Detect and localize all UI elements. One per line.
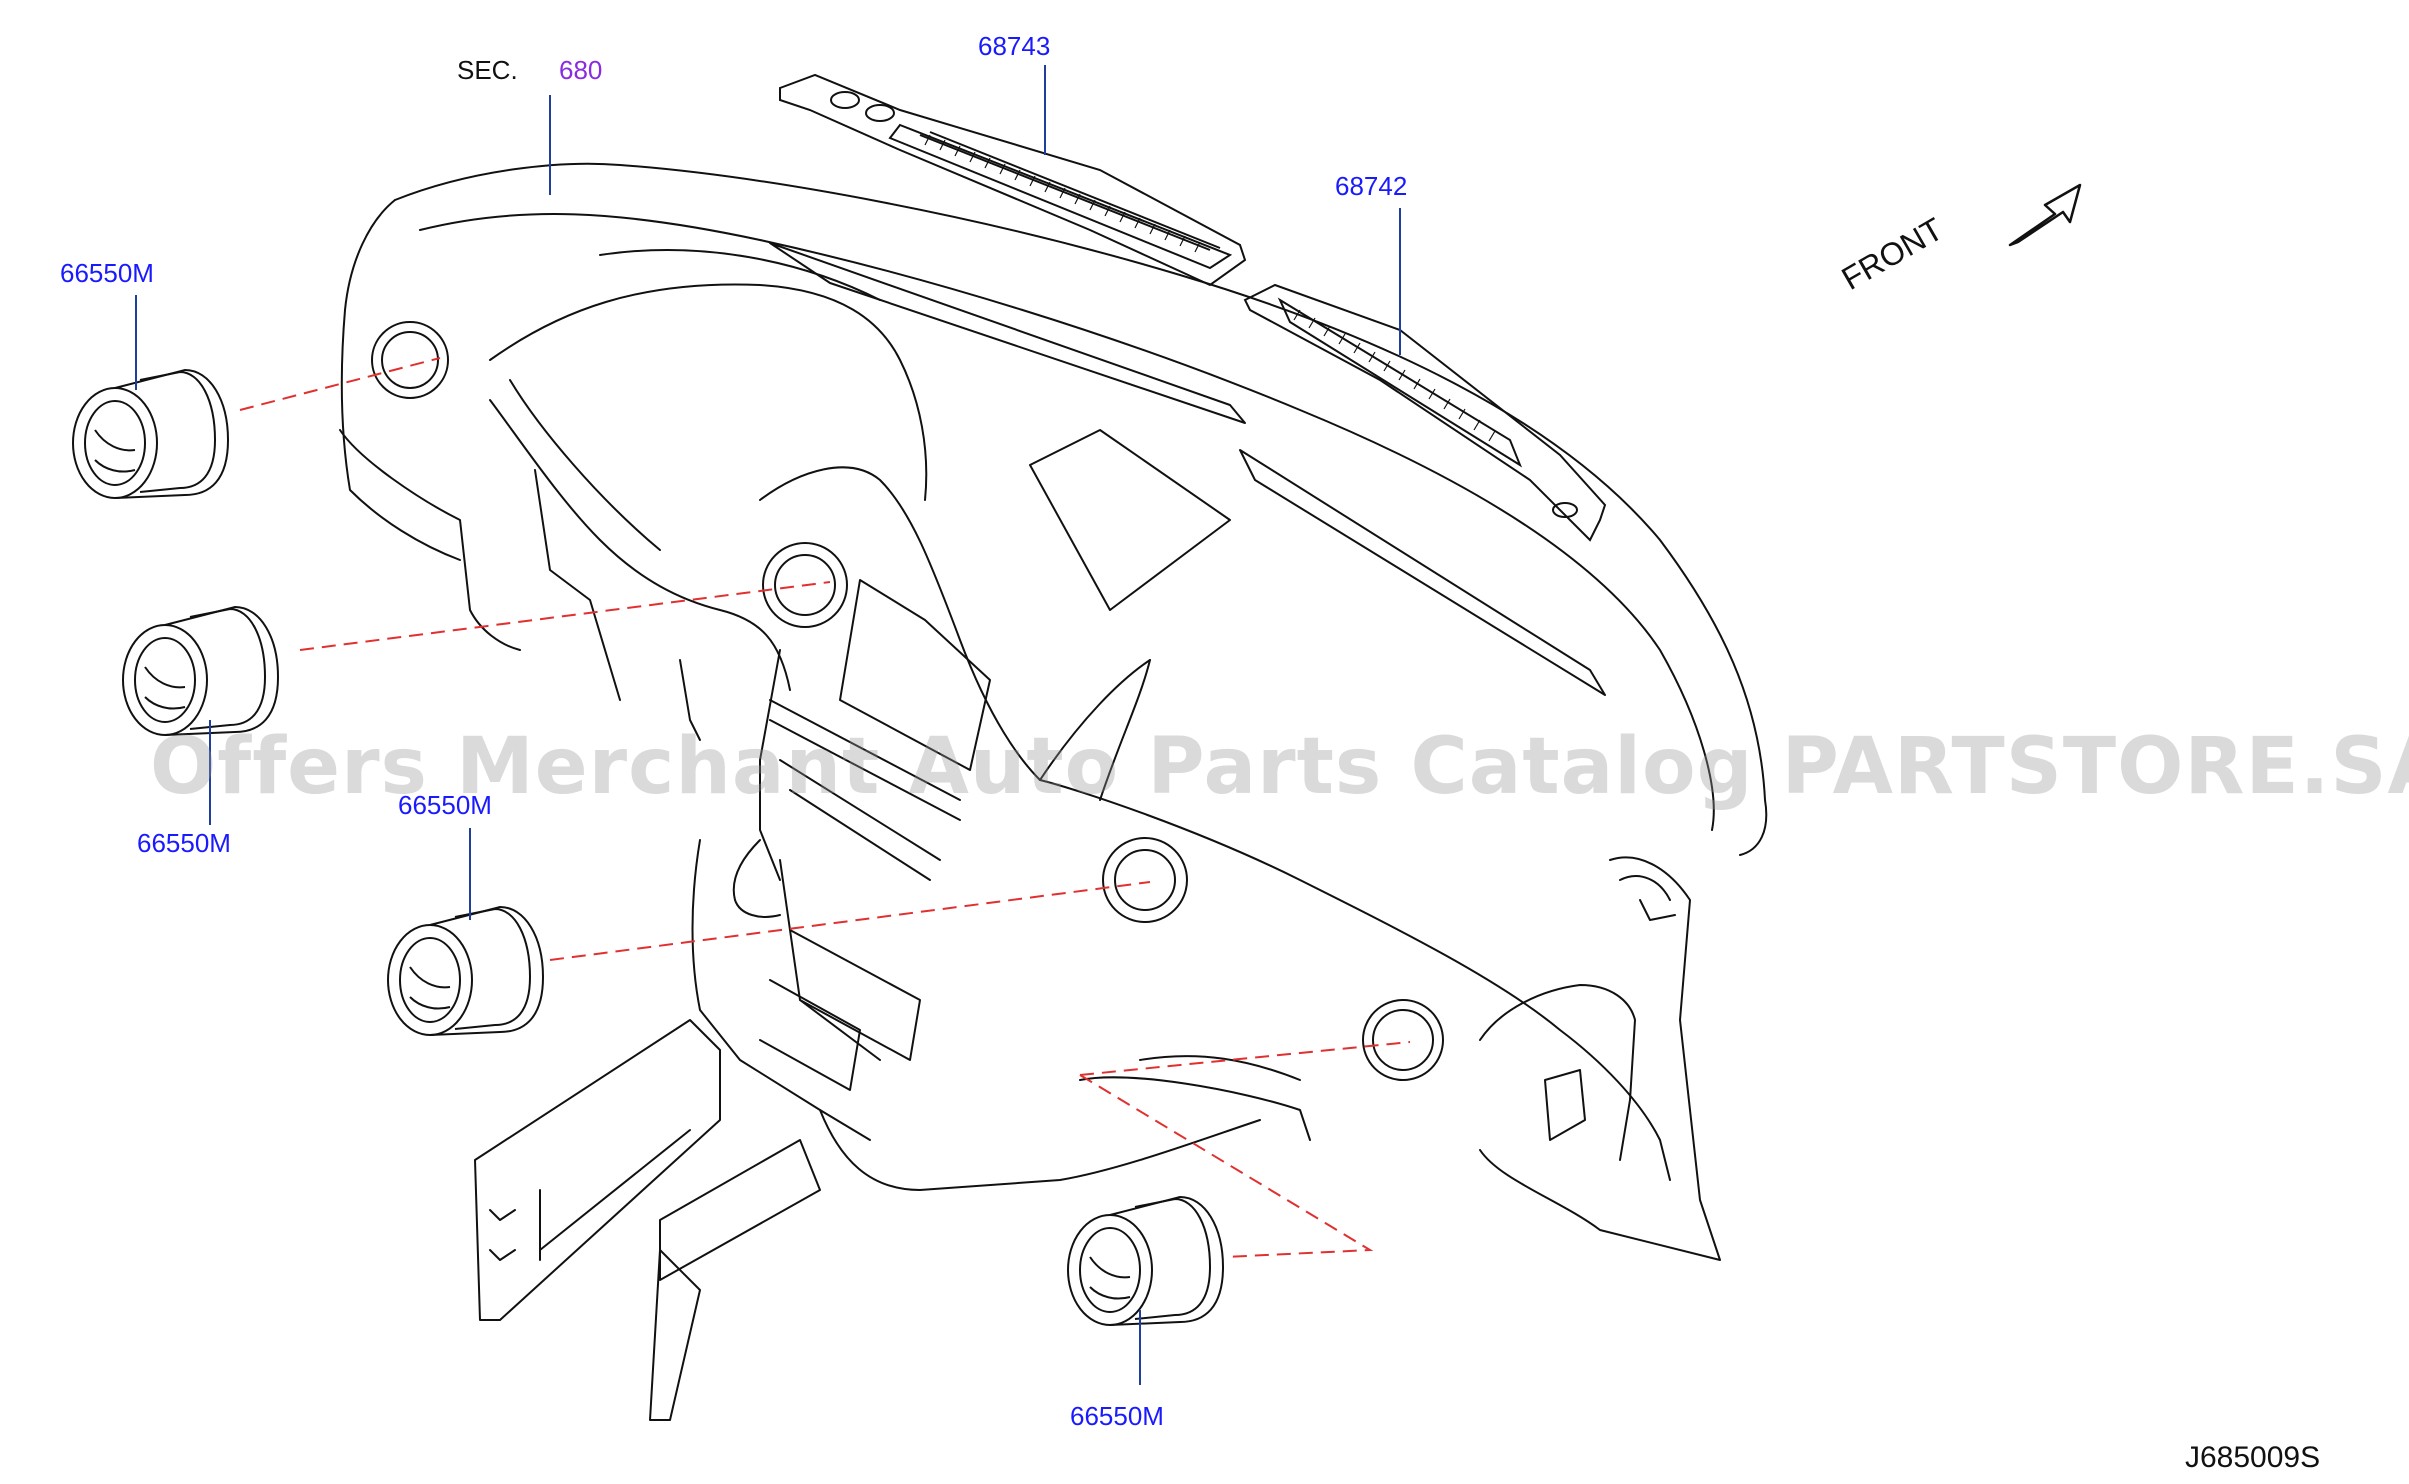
passenger-airbag-lid (1029, 429, 1231, 611)
lower-center-panel (819, 1109, 1261, 1191)
vent-66550M-bottom (1067, 1195, 1225, 1326)
upper-recess-left (769, 242, 1246, 424)
callout-68743[interactable]: 68743 (978, 31, 1051, 61)
leader-lines (135, 65, 1401, 1385)
passenger-end-cap (1479, 856, 1721, 1261)
dashboard-passenger-lower (1039, 779, 1671, 1181)
upper-recess-right (1239, 449, 1606, 696)
vent-66550M-upper-left (72, 368, 230, 499)
center-vent-bezel-left (762, 542, 848, 628)
callout-66550M-bottom[interactable]: 66550M (1070, 1401, 1164, 1431)
callout-66550M-center[interactable]: 66550M (398, 790, 492, 820)
callout-66550M-mid-left[interactable]: 66550M (137, 828, 231, 858)
steering-column-opening (489, 399, 791, 691)
vent-66550M-mid-left (122, 605, 280, 736)
drawing-code: J685009S (2185, 1441, 2321, 1474)
knee-bolster-left (474, 1019, 721, 1321)
center-display (839, 579, 991, 771)
dashboard-top-inner (419, 213, 1715, 831)
dashboard-left-end (340, 199, 461, 561)
section-ref-prefix: SEC. (457, 55, 518, 85)
front-arrow-icon (2008, 183, 2082, 247)
passenger-center-vent-bezel (1102, 837, 1188, 923)
callout-66550M-upper-left[interactable]: 66550M (60, 258, 154, 288)
passenger-side-vent-bezel (1362, 999, 1444, 1081)
grille-louvers (924, 134, 1496, 442)
dashboard-left-lower (339, 429, 521, 651)
glovebox-outline (1079, 1076, 1311, 1141)
callout-68742[interactable]: 68742 (1335, 171, 1408, 201)
vent-66550M-center (387, 905, 545, 1036)
install-dashed-lines (239, 357, 1411, 1258)
watermark-text: Offers Merchant Auto Parts Catalog PARTS… (150, 722, 2409, 812)
defroster-grille-68743 (779, 73, 1247, 287)
center-cluster-frame (759, 466, 1151, 781)
dashboard-meter-visor (599, 249, 881, 301)
center-stack (691, 839, 871, 1141)
defroster-grille-68742 (1243, 283, 1607, 542)
section-ref-number[interactable]: 680 (559, 55, 603, 85)
dashboard-meter-hood (489, 283, 928, 501)
left-vent-bezel (371, 321, 449, 399)
center-panel-slots (769, 699, 961, 881)
